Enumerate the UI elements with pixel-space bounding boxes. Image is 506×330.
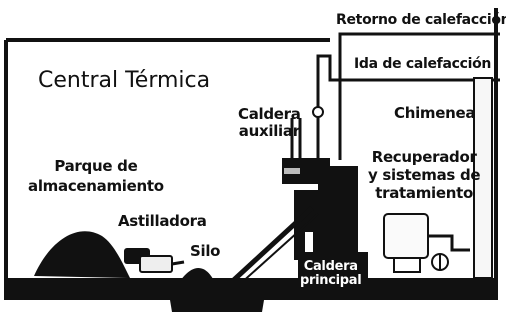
label-retorno: Retorno de calefacción	[336, 12, 506, 28]
label-silo: Silo	[190, 242, 221, 260]
label-caldera-auxiliar-line2: auxiliar	[238, 122, 300, 140]
label-recuperador-line1: Recuperador	[371, 148, 477, 166]
label-recuperador-line3: tratamiento	[375, 184, 474, 202]
recuperador-structure	[383, 213, 470, 273]
pipe-valve	[312, 106, 324, 118]
label-recuperador-line2: y sistemas de	[368, 166, 481, 184]
silo-pit	[170, 300, 264, 312]
label-caldera-principal-line1: Caldera	[303, 259, 358, 274]
label-recuperador: Recuperador y sistemas de tratamiento	[368, 148, 481, 202]
label-parque-line1: Parque de	[54, 157, 138, 175]
astilladora-machine	[124, 248, 185, 273]
ground	[6, 278, 496, 300]
ida-pipe	[316, 54, 500, 160]
retorno-pipe	[338, 32, 500, 160]
label-caldera-auxiliar: Caldera auxiliar	[238, 106, 301, 140]
label-parque: Parque de almacenamiento	[28, 156, 164, 196]
heating-pipes	[316, 32, 500, 160]
label-astilladora: Astilladora	[118, 212, 207, 230]
label-chimenea: Chimenea	[394, 104, 476, 122]
label-ida: Ida de calefacción	[354, 56, 492, 72]
page-title: Central Térmica	[38, 68, 211, 93]
label-caldera-auxiliar-line1: Caldera	[238, 105, 301, 123]
label-caldera-principal-line2: principal	[300, 273, 362, 288]
parque-mound	[34, 231, 130, 278]
frame	[4, 8, 498, 300]
label-parque-line2: almacenamiento	[28, 177, 164, 195]
label-caldera-principal: Caldera principal	[300, 259, 362, 288]
